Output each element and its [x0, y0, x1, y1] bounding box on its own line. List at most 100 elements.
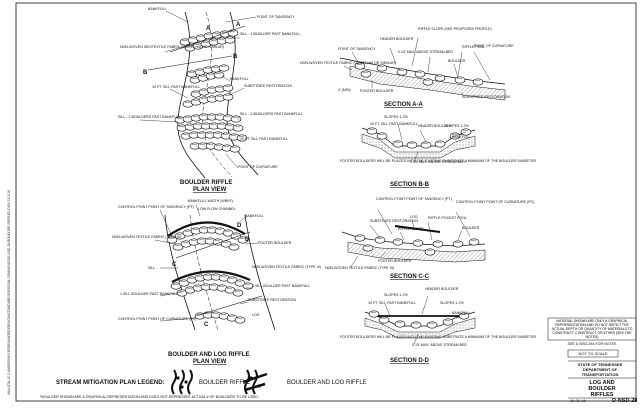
secA-footer: FOOTER BOULDER	[360, 89, 394, 93]
secD-slopes-top: SLOPES 1-2%	[384, 293, 409, 297]
plan1-sill-1-label: SILL - 1 BOULDER PAST BANKFULL	[240, 32, 300, 36]
plan1-marker-a: A	[206, 26, 211, 32]
plan1-bankfull-mid: BANKFULL	[230, 77, 249, 81]
plan2-subtitle: PLAN VIEW	[193, 359, 227, 365]
title-note: MATERIAL SHOWN ARE ONLY A GRAPHICAL REPR…	[551, 319, 633, 339]
side-stamp: \\NA-STA-10.2.4\USERS\HYDRO\SHARED\DESIG…	[7, 190, 11, 395]
sheet-title-3: RIFFLES	[591, 392, 614, 398]
boulder-riffle-symbol-icon	[171, 369, 193, 395]
legend-title: STREAM MITIGATION PLAN LEGEND:	[56, 380, 165, 386]
legend-boulder-log-riffle: BOULDER AND LOG RIFFLE	[287, 380, 367, 386]
plan1-point-of-tangency: POINT OF TANGENCY	[257, 15, 295, 19]
section-a-a: HEADER BOULDER RIFFLE SLOPE (SEE PROPOSE…	[300, 27, 514, 108]
state-line3: TRANSPORTATION	[582, 372, 619, 377]
secB-header: HEADER BOULDER	[418, 124, 452, 128]
secD-max-above: 0.15' MAX. ABOVE STREAM BED	[412, 343, 467, 347]
secA-riffle-pool: RIFFLE POOL	[462, 45, 485, 49]
secD-tenft: 10 FT. SILL PAST BANKFULL	[368, 301, 416, 305]
plan2-marker-c2: C	[204, 322, 209, 328]
plan2-nonwoven: NON-WOVEN TEXTILE FABRIC (TYPE III)	[112, 235, 181, 239]
plan1-nonwoven-label: NON-WOVEN GEOTEXTILE FABRIC (US 270 HM O…	[120, 45, 224, 49]
secC-footer: FOOTER BOULDER	[378, 259, 412, 263]
secB-footer-note: FOOTER BOULDERS WILL BE PLACED INTO THE …	[340, 159, 536, 163]
legend: STREAM MITIGATION PLAN LEGEND: BOULDER R…	[56, 369, 367, 395]
secC-cp-tangency: CONTROL POINT POINT OF TANGENCY (PT)	[376, 197, 452, 201]
secC-nonwoven: NON-WOVEN TEXTILE FABRIC (TYPE III)	[325, 266, 394, 270]
secB-title: SECTION B-B	[390, 182, 430, 188]
plan1-marker-b: B	[143, 70, 148, 76]
plan1-subtitle: PLAN VIEW	[193, 187, 227, 193]
plan2-title: BOULDER AND LOG RIFFLE	[168, 352, 249, 358]
plan1-tenft-sill2: 10 FT. SILL PAST BANKFULL	[240, 137, 288, 141]
state-line1: STATE OF TENNESSEE	[578, 362, 623, 367]
plan2-one-sill: 1 SILL BOULDER PAST BANKFULL	[120, 292, 178, 296]
plan2-marker-d: D	[237, 223, 242, 229]
secB-max-above: 0.15' MAX. ABOVE STREAM BED	[410, 160, 465, 164]
plan1-substrate: SUBSTRATE RESTORATION	[244, 84, 292, 88]
secA-title: SECTION A-A	[384, 102, 423, 108]
plan2-sill: SILL	[148, 266, 155, 270]
sheet-title-2: BOULDER	[588, 386, 615, 392]
plan1-sill-2-right: SILL - 2 BOULDERS PAST BANKFULL	[240, 112, 303, 116]
sheet-border	[15, 2, 637, 402]
secD-slopes-right: SLOPES 1-2%	[440, 301, 465, 305]
secC-substrate: SUBSTRATE RESTORATION	[370, 219, 418, 223]
boulder-riffle-plan: A A B B BANKFULL POINT OF TANGENCY SILL …	[118, 7, 303, 193]
sheet-number: D-NSD-28	[612, 398, 637, 404]
section-c-c: CONTROL POINT POINT OF TANGENCY (PT) CON…	[325, 197, 534, 280]
plan1-sill-2-left: SILL - 2 BOULDERS PAST BANKFULL	[118, 115, 181, 119]
secA-header: HEADER BOULDER	[380, 37, 414, 41]
section-d-d: HEADER BOULDER SLOPES 1-2% 10 FT. SILL P…	[340, 287, 536, 364]
plan2-marker-d2: D	[245, 237, 250, 243]
secC-title: SECTION C-C	[390, 274, 430, 280]
plan2-log: LOG	[252, 313, 260, 317]
secD-title: SECTION D-D	[390, 358, 430, 364]
secA-point-tangency: POINT OF TANGENCY	[338, 47, 376, 51]
legend-boulder-riffle: BOULDER RIFFLE	[199, 380, 250, 386]
boulder-log-riffle-symbol-icon	[242, 369, 268, 395]
title-block: MATERIAL SHOWN ARE ONLY A GRAPHICAL REPR…	[547, 317, 637, 404]
plan1-marker-b2: B	[233, 54, 238, 60]
secC-cp-curvature: CONTROL POINT POINT OF CURVATURE (PC)	[456, 200, 534, 204]
secD-bankfull: BANKFULL	[452, 311, 471, 315]
plan2-nonwoven2: NON-WOVEN TEXTILE FABRIC (TYPE III)	[252, 265, 321, 269]
state-line2: DEPARTMENT OF	[583, 367, 618, 372]
sheet-date: 11-01-16	[570, 398, 586, 403]
plan2-cp-tangency: CONTROL POINT POINT OF TANGENCY (PT)	[118, 205, 194, 209]
secB-bankfull: BANKFULL	[452, 135, 471, 139]
sheet-title-1: LOG AND	[589, 380, 614, 386]
plan2-cp-curvature: CONTROL POINT POINT OF CURVATURE (PC)	[118, 317, 196, 321]
secB-slopes-top: SLOPES 1-2%	[384, 115, 409, 119]
secA-substrate: SUBSTRATE RESTORATION	[462, 95, 510, 99]
not-to-scale: NOT TO SCALE	[578, 351, 607, 356]
plan2-bankfull: BANKFULL	[245, 214, 264, 218]
plan1-title: BOULDER RIFFLE	[180, 180, 232, 186]
title-note2: SEE D-NSD-29A FOR NOTES	[568, 342, 618, 346]
secD-header: HEADER BOULDER	[425, 287, 459, 291]
secB-slopes-right: SLOPES 1-2%	[445, 124, 470, 128]
plan2-substrate: SUBSTRATE RESTORATION	[248, 298, 296, 302]
section-b-b: SLOPES 1-2% 10 FT. SILL PAST BANKFULL HE…	[340, 115, 536, 188]
boulder-log-riffle-plan: D D C C BANKFULL WIDTH (WBKF) LOW FLOW C…	[112, 199, 321, 365]
plan1-tenft-sill: 10 FT. SILL PAST BANKFULL	[152, 85, 200, 89]
secA-point-curvature: POINT OF CURVATURE	[474, 44, 514, 48]
secC-log: LOG	[410, 215, 418, 219]
footnote: *BOULDER SHOWN ARE A GRAPHICAL REPRESENT…	[40, 395, 259, 399]
plan1-point-of-curvature: POINT OF CURVATURE	[238, 165, 278, 169]
secA-riffle-slope: RIFFLE SLOPE (SEE PROPOSED PROFILE)	[418, 27, 492, 31]
plan2-low-flow: LOW FLOW CHANNEL	[198, 207, 236, 211]
secC-boulder: BOULDER	[462, 226, 480, 230]
plan1-marker-a2: A	[236, 22, 241, 28]
secA-min: 2' (MIN)	[338, 88, 351, 92]
plan1-bankfull-top: BANKFULL	[148, 7, 167, 11]
secC-riffle-pocket: RIFFLE POCKET POOL	[428, 216, 467, 220]
plan2-marker-c: C	[172, 262, 177, 268]
secC-riffle-slope: RIFFLE SLOPE	[398, 227, 424, 231]
plan2-bankfull-width: BANKFULL WIDTH (WBKF)	[188, 199, 233, 203]
secD-footer-note: FOOTER BOULDERS WILL BE PLACED INTO THE …	[340, 335, 536, 339]
secB-tenft: 10 FT. SILL PAST BANKFULL	[370, 122, 418, 126]
plan2-footer: FOOTER BOULDER	[258, 241, 292, 245]
plan2-three-sill: 3 SILL BOULDER PAST BANKFULL	[252, 284, 310, 288]
